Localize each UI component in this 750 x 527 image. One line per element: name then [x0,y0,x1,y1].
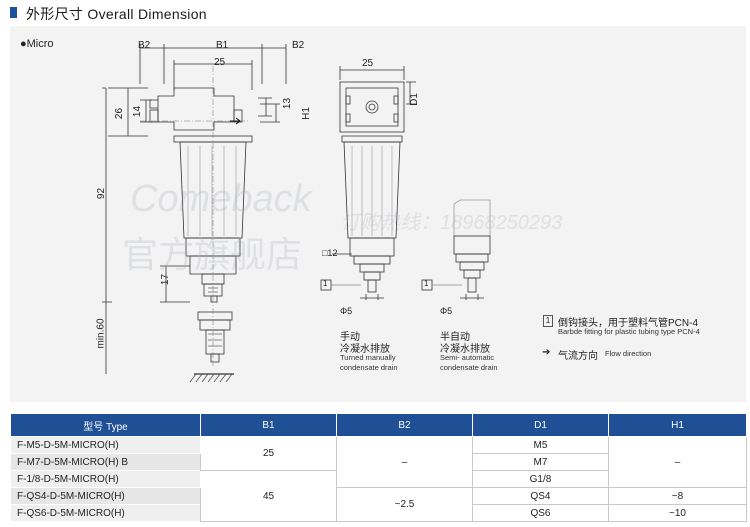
table-row: F-1/8-D-5M-MICRO(H) 45 G1/8 [10,470,747,522]
dim-phi5-manual: Φ5 [340,306,353,316]
dim-h1: H1 [300,107,312,120]
dim-17: 17 [160,273,172,286]
dimension-drawing: Comeback 官方旗舰店 订购热线：18968250293 ●Micro B… [10,26,746,402]
manual-drain-cn2: 冷凝水排放 [340,344,390,355]
flow-direction-arrow-icon: ➔ [542,347,551,358]
watermark-phone: 订购热线：18968250293 [340,212,563,234]
section-header: 外形尺寸 Overall Dimension [0,0,750,24]
legend-item1-num: 1 [543,315,553,327]
semi-drain-cn: 半自动 [440,332,470,343]
model-cell: F-QS4-D-5M-MICRO(H) [10,487,201,505]
model-cell: F-M7-D-5M-MICRO(H) B [10,453,201,471]
legend-item1-en: Barbde fitting for plastic tubing type P… [558,327,700,336]
dim-b1: B1 [216,40,229,51]
section-title: 外形尺寸 Overall Dimension [26,6,207,22]
semi-drain-cn2: 冷凝水排放 [440,344,490,355]
b2-cell: ~2.5 [336,487,473,522]
b2-cell: – [336,436,473,488]
d1-cell: QS6 [472,504,609,522]
dim-min60: min.60 [95,318,107,349]
manual-drain-en2: condensate drain [340,363,398,372]
callout-1-semi: 1 [424,279,429,288]
model-cell: F-1/8-D-5M-MICRO(H) [10,470,201,488]
header-marker [10,7,17,18]
d1-cell: M7 [472,453,609,471]
table-header-row: 型号 Type B1 B2 D1 H1 [10,413,747,437]
dim-14: 14 [132,105,144,118]
b1-cell: 45 [200,470,337,522]
col-b2: B2 [336,413,473,437]
series-label: ●Micro [20,38,54,50]
model-cell: F-M5-D-5M-MICRO(H) [10,436,201,454]
watermark-shop: 官方旗舰店 [122,234,303,275]
legend-item1-cn: 倒钩接头，用于塑料气管PCN-4 [558,318,699,329]
dim-26: 26 [114,107,126,120]
manual-drain-en1: Turned manually [340,353,396,362]
legend-item2-en: Flow direction [605,349,652,358]
dim-92: 92 [96,187,108,200]
col-b1: B1 [200,413,337,437]
table-row: F-QS4-D-5M-MICRO(H) ~2.5 QS4 ~8 [10,487,747,522]
technical-drawing-svg [102,44,491,383]
table-row: F-QS6-D-5M-MICRO(H) QS6 ~10 [10,504,747,522]
dim-d1: D1 [408,93,420,106]
dim-phi5-semi: Φ5 [440,306,453,316]
col-type: 型号 Type [10,413,201,437]
watermark-brand: Comeback [130,178,312,220]
dim-square-12: □12 [322,248,338,258]
dim-b2-left: B2 [138,40,151,51]
col-d1: D1 [472,413,609,437]
dim-width-side: 25 [362,58,374,69]
h1-cell: ~8 [608,487,747,505]
legend-item2-cn: 气流方向 [558,351,598,362]
dim-b2-right: B2 [292,40,305,51]
callout-1-manual: 1 [323,279,328,288]
d1-cell: QS4 [472,487,609,505]
d1-cell: M5 [472,436,609,454]
col-h1: H1 [608,413,747,437]
spec-table: 型号 Type B1 B2 D1 H1 F-M5-D-5M-MICRO(H) 2… [10,413,747,522]
h1-cell: ~10 [608,504,747,522]
semi-drain-en2: condensate drain [440,363,498,372]
h1-cell: – [608,436,747,488]
dim-13: 13 [282,97,294,110]
dim-width-main: 25 [214,57,226,68]
table-row: F-M5-D-5M-MICRO(H) 25 – M5 – [10,436,747,488]
d1-cell: G1/8 [472,470,609,488]
manual-drain-cn: 手动 [340,332,360,343]
semi-drain-en1: Semi- automatic [440,353,495,362]
b1-cell: 25 [200,436,337,471]
model-cell: F-QS6-D-5M-MICRO(H) [10,504,201,522]
